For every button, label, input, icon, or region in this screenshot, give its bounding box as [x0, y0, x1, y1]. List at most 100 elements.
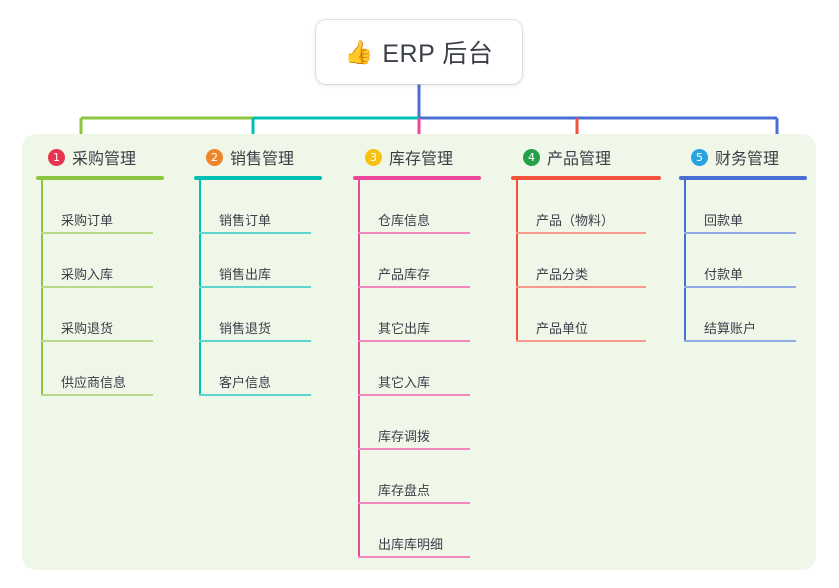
branch-underline [679, 176, 807, 180]
branch-column-3: 3 库存管理仓库信息产品库存其它出库其它入库库存调拨库存盘点出库库明细 [353, 144, 481, 558]
branch-item-label: 销售出库 [219, 267, 272, 282]
branch-spine [41, 180, 43, 396]
branch-spine [516, 180, 518, 342]
branch-item-label: 供应商信息 [61, 375, 127, 390]
branch-item-underline [358, 394, 470, 396]
branch-items: 产品（物料） 产品分类产品单位 [511, 180, 661, 342]
branch-item[interactable]: 回款单 [684, 180, 807, 234]
branch-number-badge: 4 [523, 148, 540, 166]
branch-item-underline [516, 340, 646, 342]
branch-item-underline [41, 340, 153, 342]
branch-item-label: 库存调拨 [378, 429, 431, 444]
branch-item-underline [41, 286, 153, 288]
branch-items: 采购订单采购入库采购退货供应商信息 [36, 180, 164, 396]
branch-item-underline [684, 286, 796, 288]
branch-item-underline [199, 340, 311, 342]
branch-item[interactable]: 采购退货 [41, 288, 164, 342]
branch-item-underline [358, 556, 470, 558]
branch-underline [511, 176, 661, 180]
branch-underline [194, 176, 322, 180]
branch-header-2[interactable]: 2 销售管理 [194, 144, 322, 170]
branch-item-underline [516, 232, 646, 234]
branch-item-label: 回款单 [704, 213, 744, 228]
branch-item[interactable]: 产品单位 [516, 288, 661, 342]
branch-item[interactable]: 产品（物料） [516, 180, 661, 234]
branch-item[interactable]: 付款单 [684, 234, 807, 288]
branch-item[interactable]: 客户信息 [199, 342, 322, 396]
branch-spine [199, 180, 201, 396]
branch-column-2: 2 销售管理销售订单销售出库销售退货客户信息 [194, 144, 322, 396]
branch-item-label: 库存盘点 [378, 483, 431, 498]
branch-item[interactable]: 其它出库 [358, 288, 481, 342]
branch-item-underline [684, 232, 796, 234]
branch-number-badge: 2 [206, 148, 223, 166]
branch-columns: 1 采购管理采购订单采购入库采购退货供应商信息 2 销售管理销售订单销售出库销售退货客… [22, 134, 816, 570]
branch-item[interactable]: 采购订单 [41, 180, 164, 234]
branch-item-label: 付款单 [704, 267, 744, 282]
branch-spine [684, 180, 686, 342]
branch-item-label: 销售订单 [219, 213, 272, 228]
branch-item-underline [358, 340, 470, 342]
branch-item-underline [199, 232, 311, 234]
branch-item-label: 采购入库 [61, 267, 114, 282]
branch-title: 产品管理 [547, 151, 612, 168]
branch-title: 库存管理 [389, 151, 454, 168]
branch-item-label: 产品（物料） [536, 213, 615, 228]
branch-item-underline [358, 286, 470, 288]
branch-header-3[interactable]: 3 库存管理 [353, 144, 481, 170]
branch-item-underline [358, 232, 470, 234]
branch-spine [358, 180, 360, 558]
branch-item[interactable]: 仓库信息 [358, 180, 481, 234]
branch-item[interactable]: 库存盘点 [358, 450, 481, 504]
root-node-label: ERP 后台 [382, 40, 494, 68]
branch-item[interactable]: 其它入库 [358, 342, 481, 396]
branch-item-label: 其它入库 [378, 375, 431, 390]
branch-item[interactable]: 销售订单 [199, 180, 322, 234]
branch-item-label: 仓库信息 [378, 213, 431, 228]
branch-item-underline [684, 340, 796, 342]
branch-item-label: 结算账户 [704, 321, 757, 336]
branch-item-underline [199, 286, 311, 288]
branch-item[interactable]: 产品库存 [358, 234, 481, 288]
branch-item[interactable]: 库存调拨 [358, 396, 481, 450]
branch-item-underline [516, 286, 646, 288]
branch-item-label: 其它出库 [378, 321, 431, 336]
branch-header-1[interactable]: 1 采购管理 [36, 144, 164, 170]
branch-item-label: 产品库存 [378, 267, 431, 282]
branch-item-underline [199, 394, 311, 396]
branch-item[interactable]: 供应商信息 [41, 342, 164, 396]
branch-header-4[interactable]: 4 产品管理 [511, 144, 661, 170]
branch-title: 采购管理 [72, 151, 137, 168]
branch-title: 销售管理 [230, 151, 295, 168]
branch-item-label: 客户信息 [219, 375, 272, 390]
branch-header-5[interactable]: 5 财务管理 [679, 144, 807, 170]
branch-item-underline [41, 394, 153, 396]
branch-column-1: 1 采购管理采购订单采购入库采购退货供应商信息 [36, 144, 164, 396]
branch-item-label: 出库库明细 [378, 537, 444, 552]
branch-item-underline [358, 502, 470, 504]
branch-item[interactable]: 出库库明细 [358, 504, 481, 558]
branch-column-4: 4 产品管理产品（物料） 产品分类产品单位 [511, 144, 661, 342]
branches-panel [22, 134, 816, 570]
branch-title: 财务管理 [715, 151, 780, 168]
branch-underline [353, 176, 481, 180]
branch-item[interactable]: 销售出库 [199, 234, 322, 288]
branch-item[interactable]: 采购入库 [41, 234, 164, 288]
branch-item[interactable]: 结算账户 [684, 288, 807, 342]
branch-item-underline [358, 448, 470, 450]
branch-underline [36, 176, 164, 180]
branch-number-badge: 3 [365, 148, 382, 166]
branch-item[interactable]: 销售退货 [199, 288, 322, 342]
root-node[interactable]: 👍 ERP 后台 [316, 20, 522, 84]
branch-item[interactable]: 产品分类 [516, 234, 661, 288]
branch-item-label: 采购订单 [61, 213, 114, 228]
branch-items: 回款单付款单结算账户 [679, 180, 807, 342]
thumbs-up-icon: 👍 [344, 38, 374, 65]
branch-item-underline [41, 232, 153, 234]
branch-column-5: 5 财务管理回款单付款单结算账户 [679, 144, 807, 342]
branch-item-label: 产品分类 [536, 267, 589, 282]
branch-number-badge: 5 [691, 148, 708, 166]
branch-number-badge: 1 [48, 148, 65, 166]
branch-items: 仓库信息产品库存其它出库其它入库库存调拨库存盘点出库库明细 [353, 180, 481, 558]
